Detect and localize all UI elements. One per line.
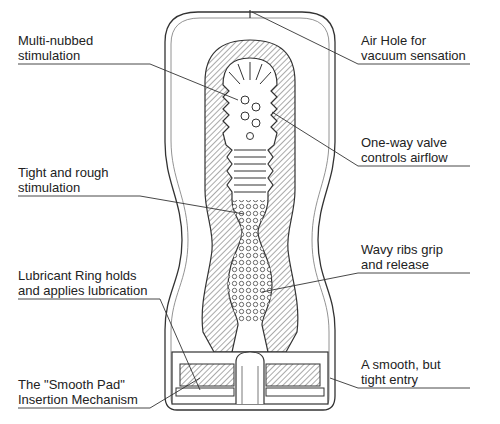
large-nub	[252, 119, 260, 127]
leader-lines	[18, 12, 470, 408]
part-label: Air Hole for vacuum sensation	[361, 33, 471, 63]
air-hole	[249, 10, 250, 18]
base-cap	[172, 352, 328, 404]
smooth-pad	[180, 364, 234, 386]
cup-shell	[165, 12, 335, 410]
leader-line	[18, 196, 244, 214]
smooth-pad	[266, 364, 320, 386]
leader-line	[18, 64, 238, 100]
leader-line	[262, 273, 470, 292]
lubricant-ring	[176, 388, 234, 396]
nub-field	[225, 198, 275, 322]
leader-line	[252, 12, 470, 64]
lubricant-ring	[266, 388, 324, 396]
leader-line	[18, 299, 200, 390]
entry-opening	[236, 352, 264, 404]
leader-line	[272, 112, 470, 166]
entry-lip	[242, 366, 258, 404]
large-nub	[247, 133, 254, 140]
inner-canal	[223, 58, 277, 352]
large-nub	[241, 96, 249, 104]
large-nub	[252, 103, 260, 111]
inner-sleeve	[202, 40, 298, 352]
leader-line	[18, 378, 200, 408]
part-label: Multi-nubbed stimulation	[18, 33, 118, 63]
part-label: A smooth, but tight entry	[361, 357, 445, 387]
part-label: One-way valve controls airflow	[361, 135, 471, 165]
fan-ribs	[229, 62, 271, 84]
cup-inner-wall	[171, 18, 329, 404]
part-label: The "Smooth Pad" Insertion Mechanism	[18, 377, 146, 407]
rib-lines	[234, 150, 266, 192]
part-label: Tight and rough stimulation	[18, 165, 118, 195]
part-label: Wavy ribs grip and release	[361, 242, 461, 272]
large-nub	[241, 112, 249, 120]
part-label: Lubricant Ring holds and applies lubrica…	[18, 268, 158, 298]
